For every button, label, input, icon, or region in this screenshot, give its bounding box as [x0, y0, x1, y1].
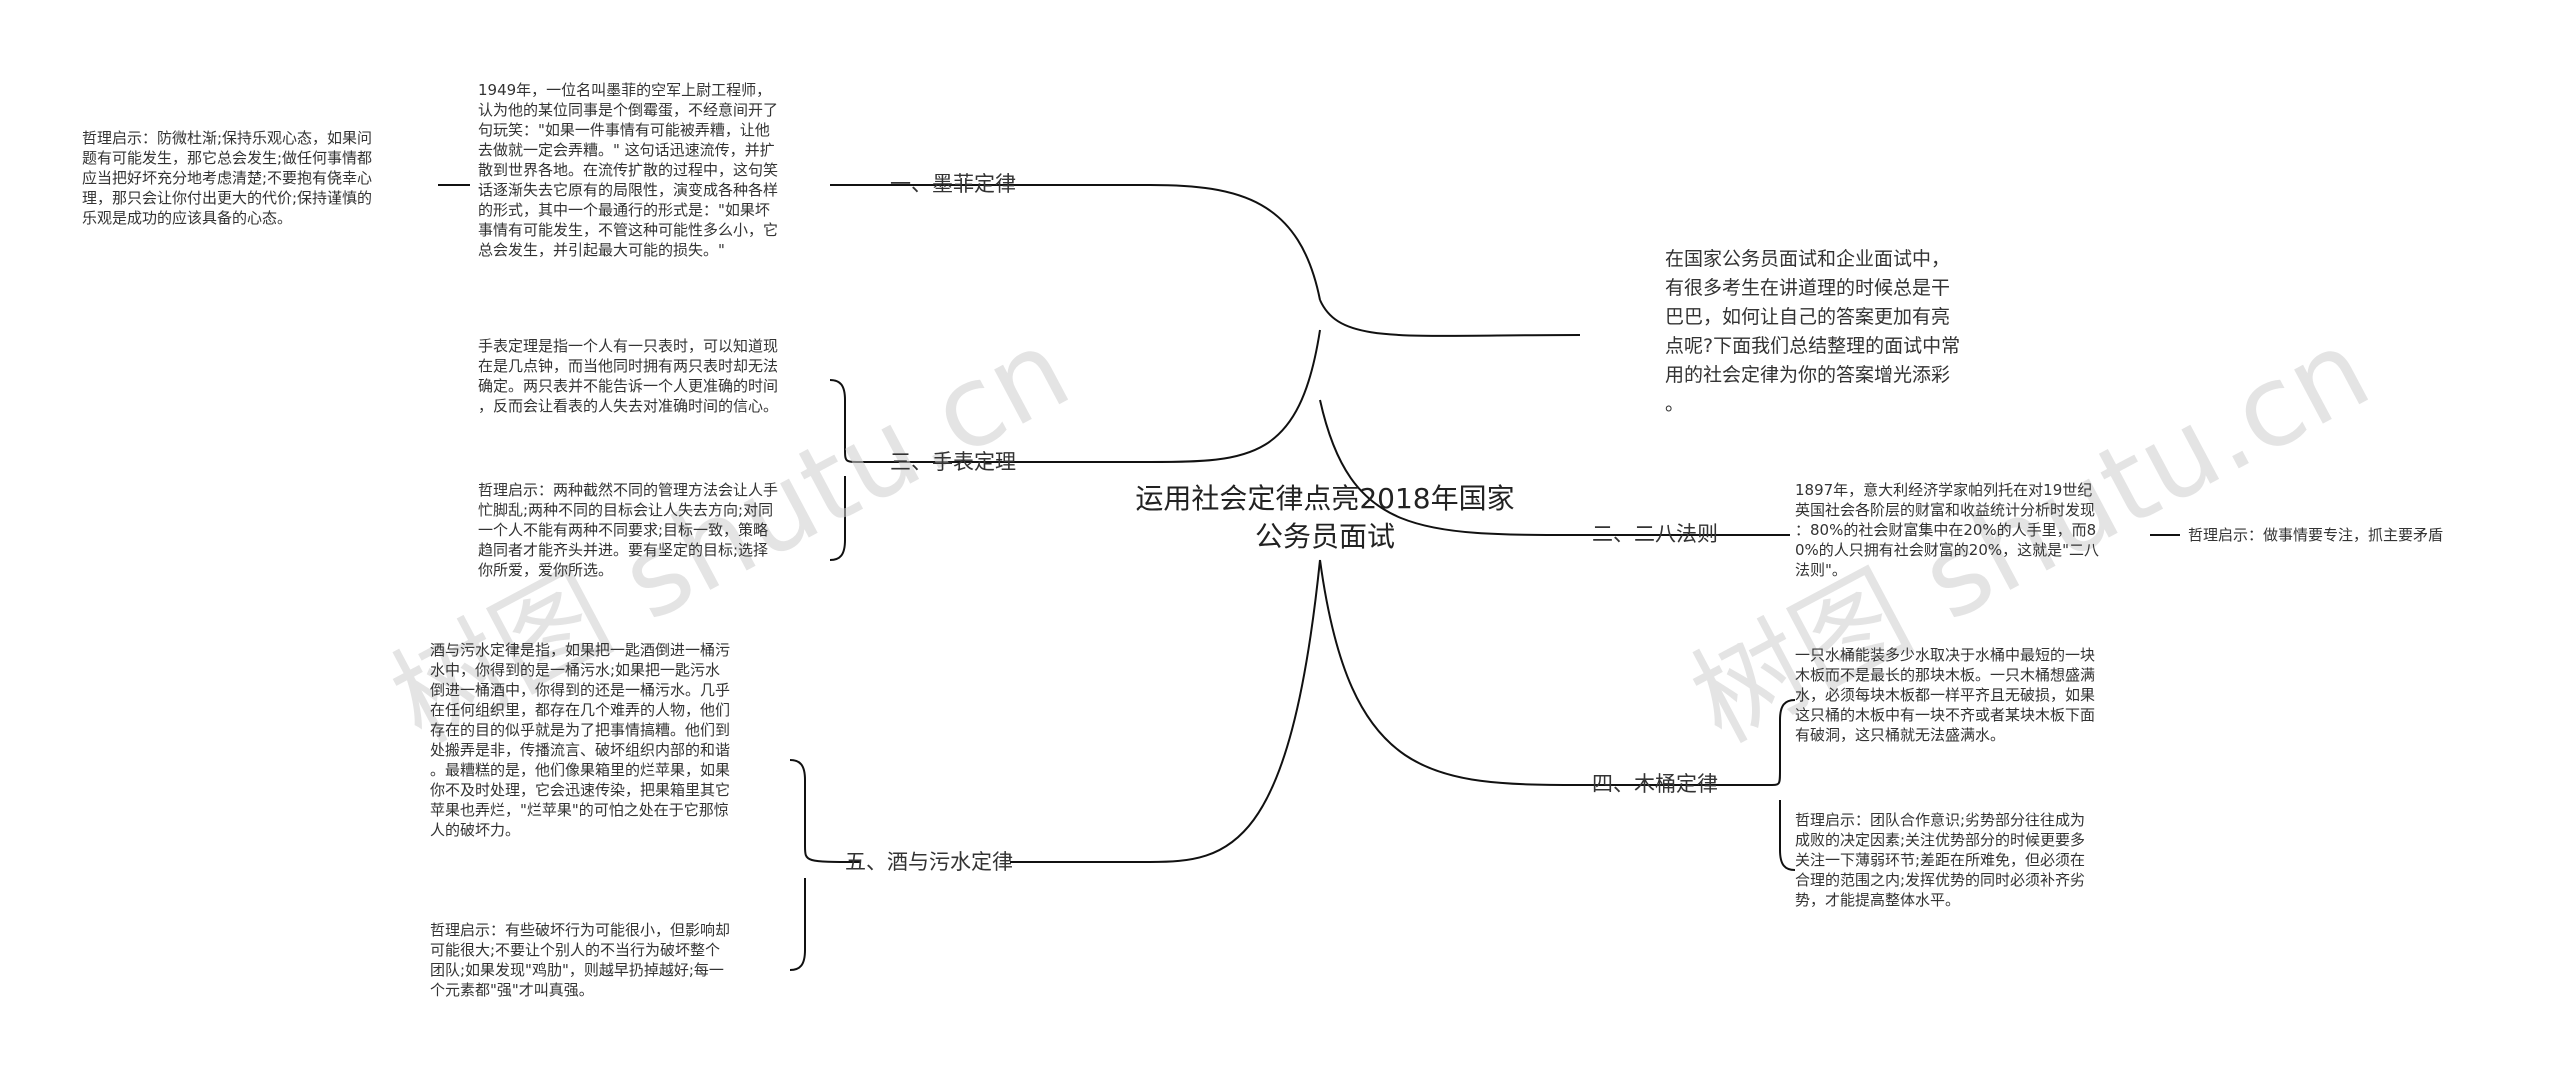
connector-center-to-watch — [860, 329, 1321, 463]
branch-wine-label[interactable]: 五、酒与污水定律 — [845, 850, 1013, 874]
connector-center-to-murphy — [870, 184, 1321, 301]
branch-barrel-label[interactable]: 四、木桶定律 — [1592, 772, 1718, 796]
branch-murphy-label[interactable]: 一、墨菲定律 — [890, 172, 1016, 196]
branch-pareto-desc[interactable]: 1897年，意大利经济学家帕列托在对19世纪 英国社会各阶层的财富和收益统计分析… — [1795, 481, 2100, 579]
connector-barrel-bracket — [1769, 699, 1796, 871]
branch-pareto-insight[interactable]: 哲理启示：做事情要专注，抓主要矛盾 — [2188, 526, 2444, 544]
branch-barrel-desc[interactable]: 一只水桶能装多少水取决于水桶中最短的一块 木板而不是最长的那块木板。一只木桶想盛… — [1795, 646, 2096, 744]
branch-wine-desc[interactable]: 酒与污水定律是指，如果把一匙酒倒进一桶污 水中，你得到的是一桶污水;如果把一匙污… — [430, 641, 731, 839]
branch-barrel-insight[interactable]: 哲理启示：团队合作意识;劣势部分往往成为 成败的决定因素;关注优势部分的时候更要… — [1795, 811, 2086, 909]
connector-watch-bracket — [829, 379, 861, 561]
branch-wine-insight[interactable]: 哲理启示：有些破坏行为可能很小，但影响却 可能很大;不要让个别人的不当行为破坏整… — [430, 921, 731, 999]
branch-murphy-insight[interactable]: 哲理启示：防微杜渐;保持乐观心态，如果问 题有可能发生，那它总会发生;做任何事情… — [82, 129, 373, 227]
branch-watch-insight[interactable]: 哲理启示：两种截然不同的管理方法会让人手 忙脚乱;两种不同的目标会让人失去方向;… — [478, 481, 779, 579]
branch-watch-desc[interactable]: 手表定理是指一个人有一只表时，可以知道现 在是几点钟，而当他同时拥有两只表时却无… — [478, 337, 779, 415]
connector-center-to-wine — [1010, 559, 1321, 863]
connector-wine-bracket — [789, 759, 861, 971]
branch-murphy-desc[interactable]: 1949年，一位名叫墨菲的空军上尉工程师， 认为他的某位同事是个倒霉蛋，不经意间… — [478, 81, 779, 259]
connector-center-to-intro — [1319, 299, 1581, 337]
center-topic[interactable]: 运用社会定律点亮2018年国家公务员面试 — [1135, 482, 1515, 553]
connector-center-to-pareto — [1319, 399, 1780, 536]
branch-pareto-label[interactable]: 二、二八法则 — [1592, 522, 1718, 546]
connector-center-to-barrel — [1319, 559, 1770, 786]
intro-text[interactable]: 在国家公务员面试和企业面试中， 有很多考生在讲道理的时候总是干 巴巴，如何让自己… — [1665, 248, 1961, 415]
branch-watch-label[interactable]: 三、手表定理 — [890, 450, 1016, 474]
